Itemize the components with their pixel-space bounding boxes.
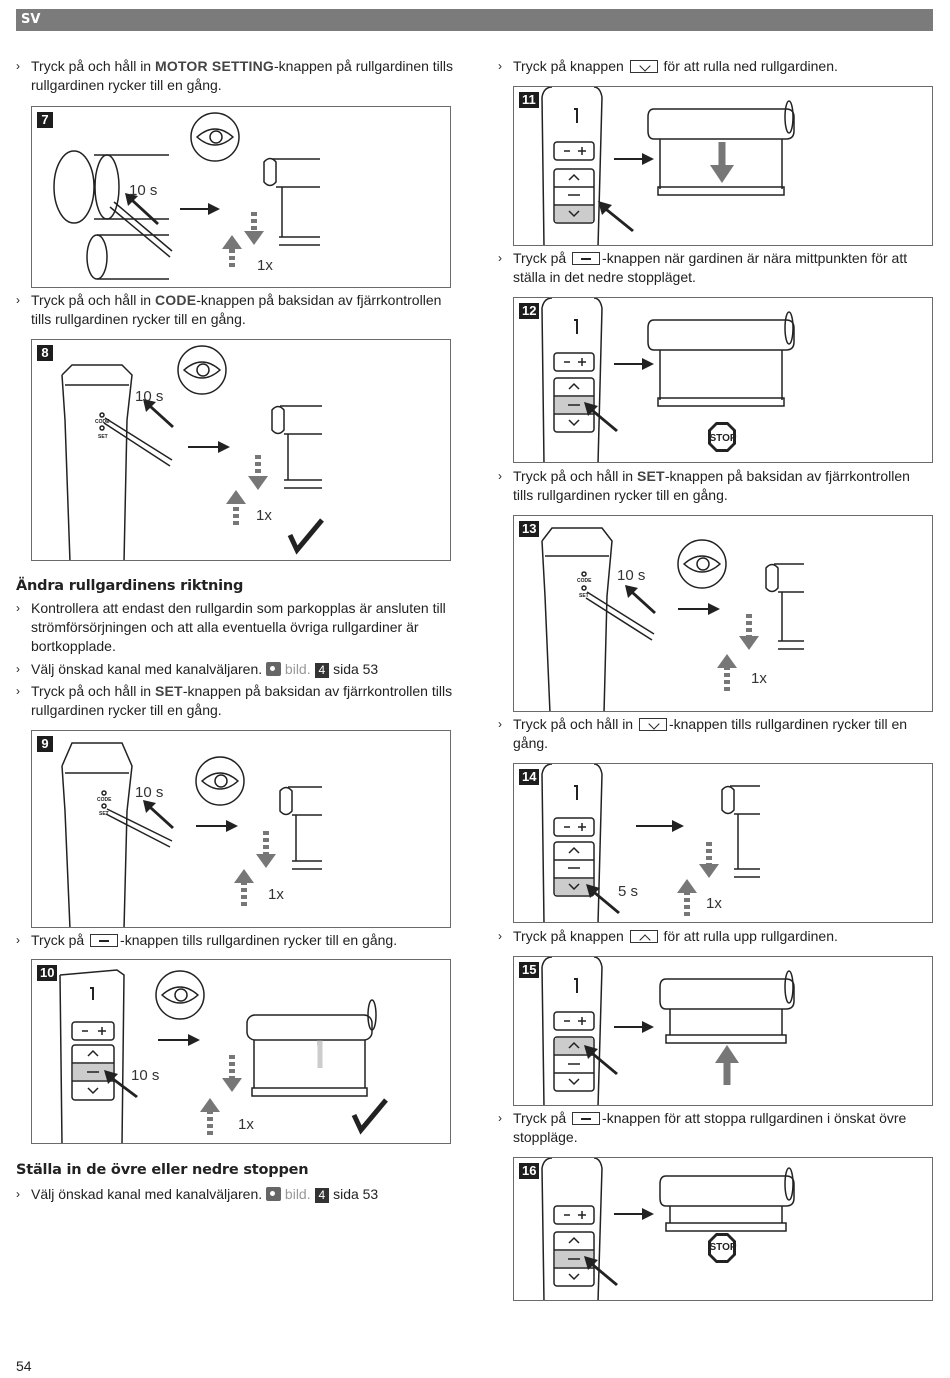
figure-reference: 4 <box>314 1188 330 1203</box>
camera-icon <box>266 662 282 676</box>
set-button-label: SET <box>579 593 589 599</box>
figure-9: 9 CODE SET 10 s 1x <box>31 730 451 928</box>
figure-16: 16 STOP <box>513 1157 933 1301</box>
duration-label: 10 s <box>131 1067 160 1084</box>
minus-button-icon <box>572 1112 601 1125</box>
figure-number: 15 <box>519 962 540 978</box>
figure-10: 10 10 s 1x <box>31 959 451 1144</box>
minus-button-icon <box>90 934 119 947</box>
stop-sign-label: STOP <box>709 1242 737 1253</box>
code-button-label: CODE <box>95 419 110 425</box>
step-paragraph: › Tryck på knappen för att rulla ned rul… <box>498 58 838 74</box>
repeat-count-label: 1x <box>751 670 767 687</box>
figure-number: 10 <box>37 965 58 981</box>
repeat-count-label: 1x <box>268 886 284 903</box>
figure-9-illustration <box>61 742 322 927</box>
step-paragraph: › Kontrollera att endast den rullgardin … <box>16 600 446 654</box>
figure-15: 15 <box>513 956 933 1106</box>
figure-7-illustration <box>53 112 320 280</box>
figure-number: 14 <box>519 769 540 785</box>
figure-11-illustration <box>541 87 795 245</box>
figure-number: 9 <box>37 736 53 752</box>
figure-8: 8 CODE SET 10 s 1x <box>31 339 451 561</box>
step-paragraph: › Välj önskad kanal med kanalväljaren. b… <box>16 1186 379 1203</box>
step-paragraph: › Välj önskad kanal med kanalväljaren. b… <box>16 661 379 678</box>
figure-15-illustration <box>541 957 795 1105</box>
set-button-label: SET <box>98 434 108 440</box>
page-number: 54 <box>16 1358 32 1374</box>
step-paragraph: › Tryck på och håll in -knappen tills ru… <box>498 716 908 751</box>
figure-11: 11 <box>513 86 933 246</box>
stop-sign-label: STOP <box>709 433 737 444</box>
figure-12-illustration <box>541 298 795 462</box>
set-key: SET <box>636 468 665 484</box>
set-key: SET <box>154 683 183 699</box>
repeat-count-label: 1x <box>238 1116 254 1133</box>
figure-12: 12 STOP <box>513 297 933 463</box>
minus-button-icon <box>572 252 601 265</box>
step-paragraph: › Tryck på och håll in CODE-knappen på b… <box>16 292 442 327</box>
figure-number: 16 <box>519 1163 540 1179</box>
repeat-count-label: 1x <box>706 895 722 912</box>
figure-10-illustration <box>59 969 388 1143</box>
duration-label: 10 s <box>129 182 158 199</box>
figure-14: 14 5 s 1x <box>513 763 933 923</box>
figure-13: 13 CODE SET 10 s 1x <box>513 515 933 712</box>
up-button-icon <box>629 930 658 943</box>
step-paragraph: › Tryck på knappen för att rulla upp rul… <box>498 928 838 944</box>
duration-label: 10 s <box>135 388 164 405</box>
step-paragraph: › Tryck på -knappen när gardinen är nära… <box>498 250 908 285</box>
figure-number: 7 <box>37 112 53 128</box>
figure-16-illustration <box>541 1158 795 1300</box>
figure-14-illustration <box>541 764 760 922</box>
repeat-count-label: 1x <box>256 507 272 524</box>
step-paragraph: › Tryck på och håll in SET-knappen på ba… <box>498 468 910 503</box>
figure-reference: 4 <box>314 663 330 678</box>
figure-number: 13 <box>519 521 540 537</box>
figure-number: 8 <box>37 345 53 361</box>
camera-icon <box>266 1187 282 1201</box>
code-button-label: CODE <box>97 797 112 803</box>
language-code: SV <box>21 12 41 27</box>
figure-number: 11 <box>519 92 539 108</box>
step-paragraph: › Tryck på och håll in MOTOR SETTING-kna… <box>16 58 453 93</box>
step-paragraph: › Tryck på -knappen för att stoppa rullg… <box>498 1110 907 1145</box>
motor-setting-key: MOTOR SETTING <box>154 58 274 74</box>
down-button-icon <box>638 718 667 731</box>
figure-8-illustration <box>61 345 324 560</box>
duration-label: 10 s <box>135 784 164 801</box>
code-button-label: CODE <box>577 578 592 584</box>
figure-7: 7 10 s 1x <box>31 106 451 288</box>
figure-13-illustration <box>541 527 804 711</box>
step-paragraph: › Tryck på -knappen tills rullgardinen r… <box>16 932 398 948</box>
duration-label: 10 s <box>617 567 646 584</box>
repeat-count-label: 1x <box>257 257 273 274</box>
code-key: CODE <box>154 292 197 308</box>
duration-label: 5 s <box>618 883 639 900</box>
step-paragraph: › Tryck på och håll in SET-knappen på ba… <box>16 683 453 718</box>
figure-number: 12 <box>519 303 540 319</box>
set-button-label: SET <box>99 811 109 817</box>
section-heading: Ändra rullgardinens riktning <box>16 578 244 594</box>
down-button-icon <box>629 60 658 73</box>
section-heading: Ställa in de övre eller nedre stoppen <box>16 1162 309 1178</box>
language-bar: SV <box>16 9 933 31</box>
